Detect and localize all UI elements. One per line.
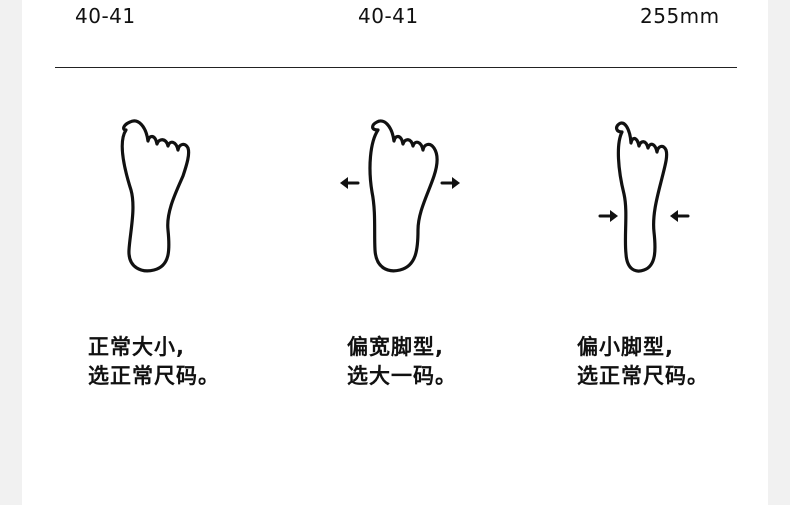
caption-line: 选正常尺码。 [88, 364, 220, 388]
caption-line: 偏宽脚型, [347, 335, 444, 359]
size-row: 40-41 40-41 255mm [22, 4, 768, 34]
wide-foot-caption: 偏宽脚型, 选大一码。 [347, 333, 547, 391]
size-guide-page: 40-41 40-41 255mm [22, 0, 768, 505]
normal-foot-icon [86, 108, 226, 278]
foot-length-value: 255mm [640, 4, 720, 28]
caption-line: 偏小脚型, [577, 335, 674, 359]
caption-line: 选大一码。 [347, 364, 457, 388]
wide-foot-icon [330, 108, 470, 278]
size-eu-value-2: 40-41 [358, 4, 419, 28]
size-eu-value: 40-41 [75, 4, 136, 28]
divider [55, 67, 737, 68]
normal-foot-caption: 正常大小, 选正常尺码。 [88, 333, 288, 391]
caption-line: 选正常尺码。 [577, 364, 709, 388]
narrow-foot-caption: 偏小脚型, 选正常尺码。 [577, 333, 777, 391]
caption-line: 正常大小, [88, 335, 185, 359]
narrow-foot-icon [570, 108, 710, 278]
